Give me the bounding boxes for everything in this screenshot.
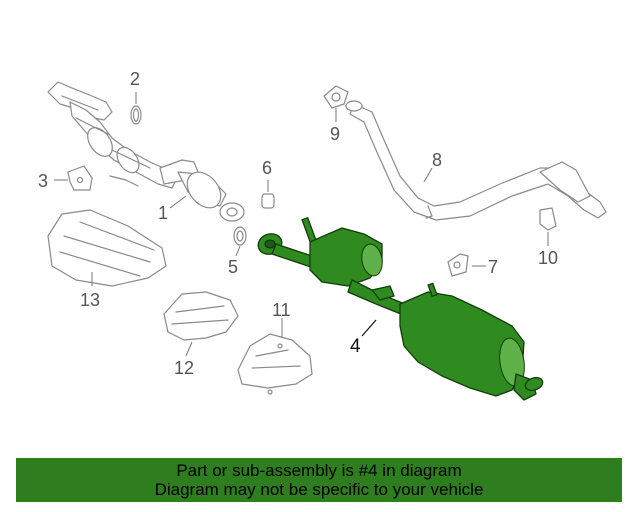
part-9-gasket[interactable] — [323, 85, 349, 109]
part-1-front-pipe-catalytic-converter[interactable] — [47, 81, 245, 222]
banner-line-disclaimer: Diagram may not be specific to your vehi… — [154, 480, 484, 499]
callout-5[interactable]: 5 — [228, 257, 238, 277]
part-12-heat-shield[interactable] — [163, 291, 239, 341]
callout-4[interactable]: 4 — [350, 336, 361, 357]
callout-10[interactable]: 10 — [538, 248, 558, 268]
callout-11[interactable]: 11 — [272, 300, 291, 320]
part-5-flange-gasket[interactable] — [233, 226, 247, 246]
leader-line-5 — [235, 245, 241, 257]
leader-line-4 — [361, 319, 377, 337]
callout-1[interactable]: 1 — [158, 203, 168, 223]
callout-3[interactable]: 3 — [38, 171, 48, 191]
callout-8[interactable]: 8 — [432, 150, 442, 170]
part-6-sleeve[interactable] — [261, 193, 275, 209]
part-7-hanger[interactable] — [447, 253, 469, 277]
banner-line-part-info: Part or sub-assembly is #4 in diagram — [176, 461, 462, 480]
leader-line-1 — [169, 195, 187, 209]
part-4-muffler-assembly[interactable] — [255, 217, 544, 401]
callout-6[interactable]: 6 — [262, 158, 272, 178]
part-11-heat-shield[interactable] — [237, 333, 313, 395]
part-10-bracket[interactable] — [539, 207, 557, 231]
callout-12[interactable]: 12 — [174, 358, 194, 378]
callout-9[interactable]: 9 — [330, 124, 340, 144]
part-2-gasket[interactable] — [130, 105, 142, 125]
part-8-intermediate-pipe[interactable] — [345, 100, 607, 221]
info-banner: Part or sub-assembly is #4 in diagram Di… — [16, 458, 622, 502]
callout-7[interactable]: 7 — [488, 257, 498, 277]
callout-2[interactable]: 2 — [130, 69, 140, 89]
part-13-heat-shield[interactable] — [47, 209, 167, 287]
leader-line-12 — [185, 341, 193, 357]
leader-line-8 — [423, 167, 433, 183]
callout-13[interactable]: 13 — [80, 290, 100, 310]
part-3-bracket[interactable] — [67, 165, 93, 191]
